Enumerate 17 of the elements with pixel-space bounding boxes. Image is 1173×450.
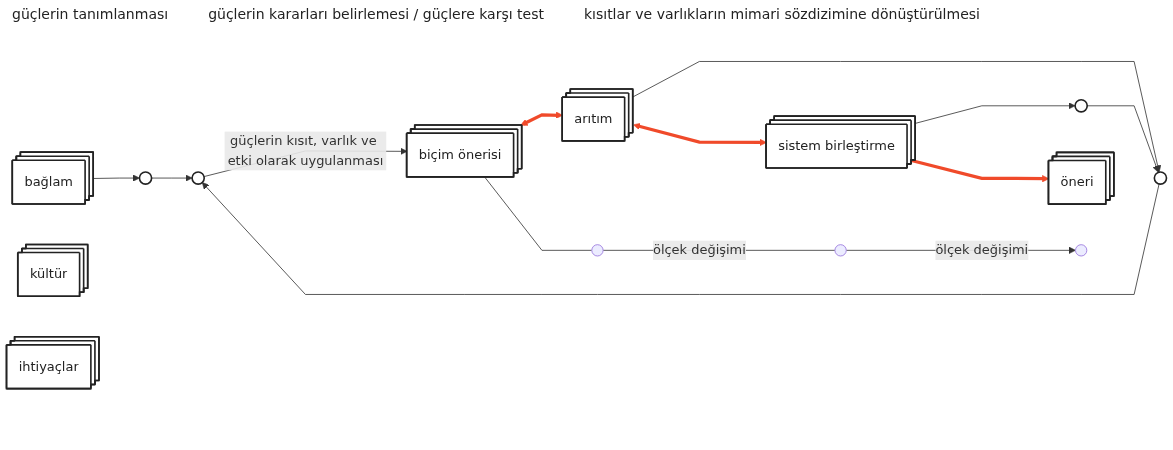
note-text: güçlerin tanımlanması xyxy=(12,6,169,22)
node-circle xyxy=(1153,171,1168,186)
node-dot xyxy=(591,244,604,257)
arrow xyxy=(520,112,563,127)
node-circle xyxy=(1074,99,1089,114)
node-circle xyxy=(191,171,206,186)
node-circle xyxy=(138,171,153,186)
node-dot xyxy=(834,244,847,257)
note-text: güçlerin kararları belirlemesi / güçlere karşı test xyxy=(208,6,544,22)
arrow xyxy=(911,159,1050,183)
note-text: kısıtlar ve varlıkların mimari sözdizimine dönüştürülmesi xyxy=(583,6,980,22)
connector xyxy=(484,177,593,252)
node-dot xyxy=(1075,244,1088,257)
arrow xyxy=(633,123,767,147)
edge-label: ölçek değişimi xyxy=(652,242,746,259)
edge-label: güçlerin kısıt, varlık ve etki olarak uygulanması xyxy=(227,133,384,169)
edge-label: ölçek değişimi xyxy=(935,242,1029,259)
